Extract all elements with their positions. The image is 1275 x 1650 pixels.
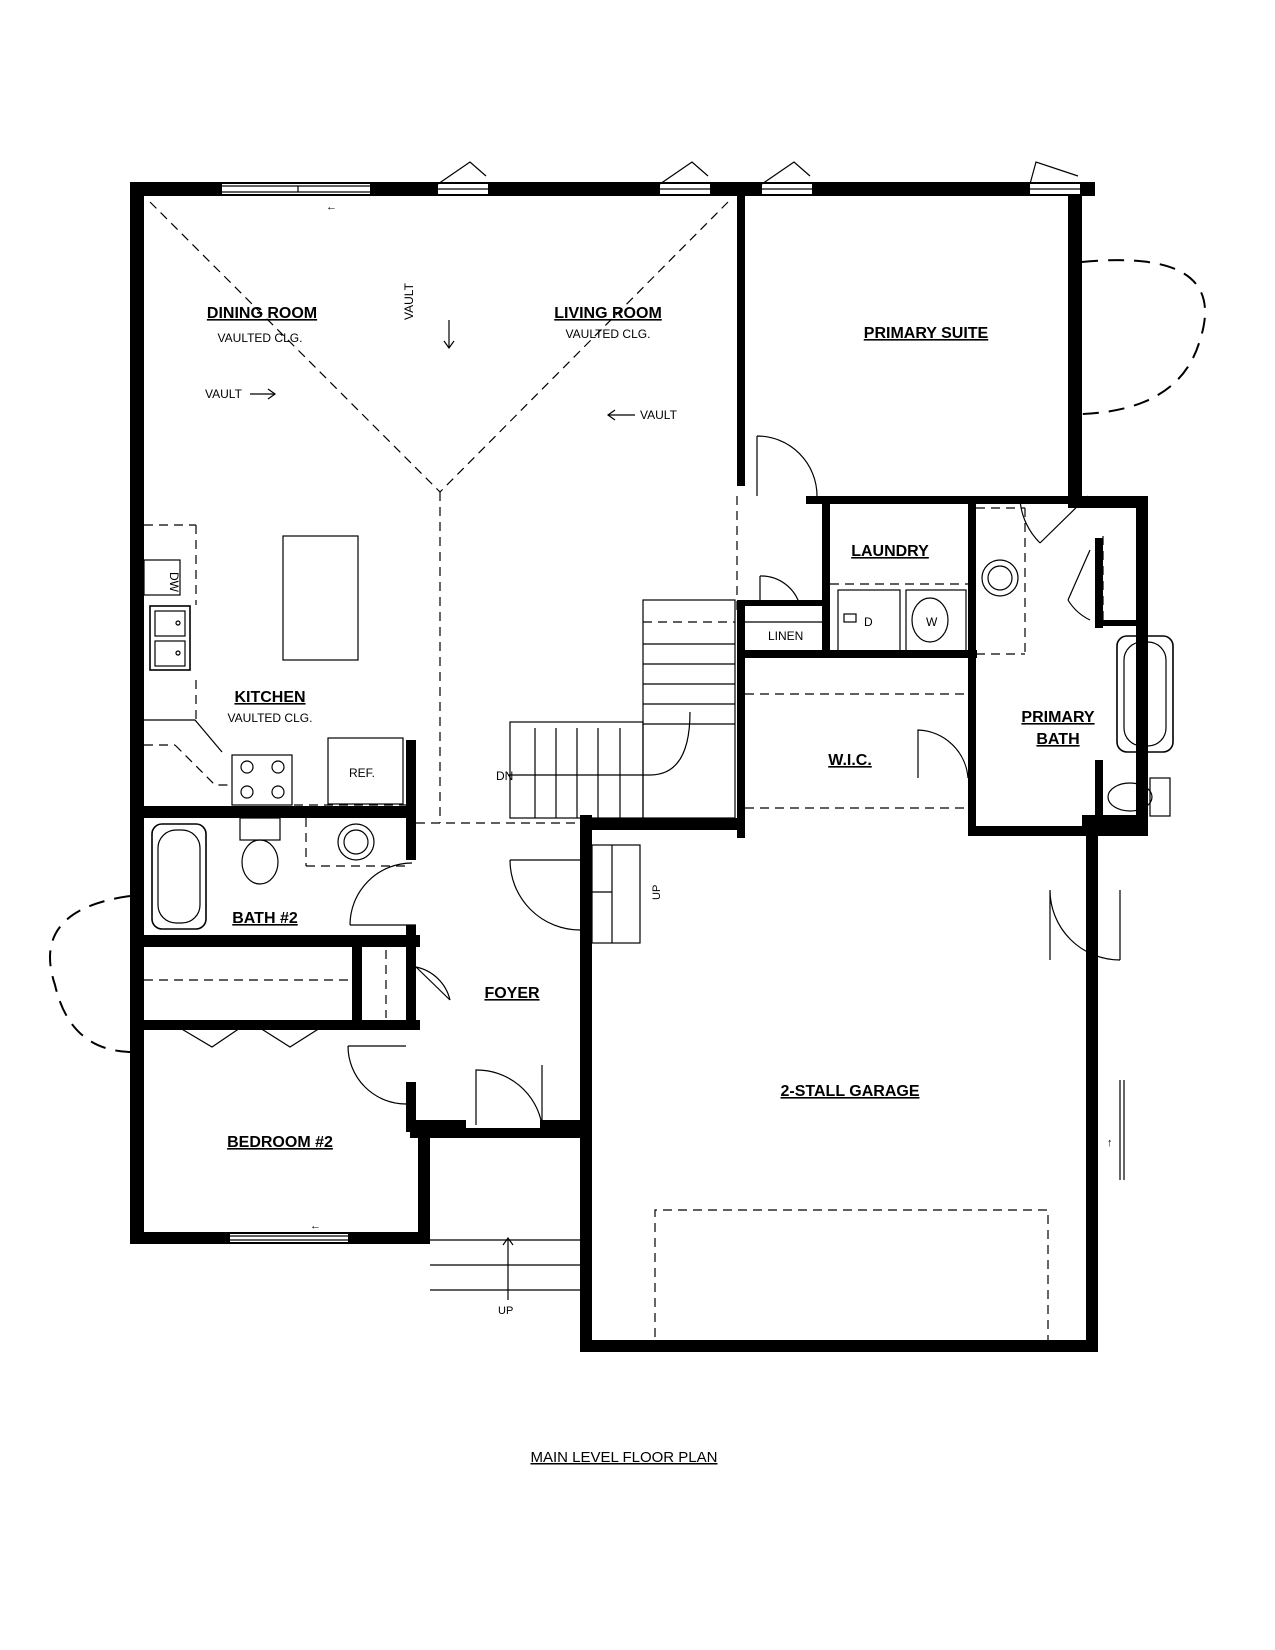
- top-windows: ←: [222, 161, 1080, 213]
- svg-text:←: ←: [310, 1220, 321, 1232]
- room-label-laundry: LAUNDRY: [851, 543, 929, 560]
- svg-text:↑: ↑: [1107, 1137, 1113, 1149]
- garage-door: ↑: [654, 1080, 1125, 1352]
- room-label-primary-bath-1: PRIMARY: [1021, 709, 1095, 726]
- dishwasher-label: DW: [167, 572, 181, 593]
- vault-markers: VAULT VAULT VAULT: [205, 282, 678, 422]
- room-label-bedroom2: BEDROOM #2: [227, 1134, 333, 1151]
- room-label-wic: W.I.C.: [828, 752, 872, 769]
- closet-bifold: [144, 950, 387, 1048]
- front-steps-up-label: UP: [498, 1305, 513, 1317]
- doors: [347, 435, 1121, 1126]
- bedroom-window: ←: [230, 1220, 348, 1242]
- vault-label-dining: VAULT: [205, 387, 243, 401]
- dining-vault-note: VAULTED CLG.: [218, 331, 303, 345]
- kitchen-fixtures: DW REF.: [143, 524, 406, 806]
- vault-label-living: VAULT: [640, 408, 678, 422]
- svg-text:←: ←: [326, 201, 337, 213]
- interior-walls: [130, 196, 1148, 1138]
- vault-label-center: VAULT: [402, 282, 416, 320]
- bath2-fixtures: [151, 817, 406, 930]
- room-label-bath2: BATH #2: [232, 910, 298, 927]
- stair-down-label: DN: [496, 769, 513, 783]
- vault-lines: [149, 201, 738, 824]
- kitchen-vault-note: VAULTED CLG.: [228, 711, 313, 725]
- garage-entry-steps: UP: [591, 844, 663, 944]
- living-vault-note: VAULTED CLG.: [566, 327, 651, 341]
- dryer-label: D: [864, 615, 873, 629]
- exterior-walls: [130, 182, 1148, 1352]
- room-label-primary-bath-2: BATH: [1036, 731, 1079, 748]
- main-stair: DN: [496, 599, 736, 819]
- room-label-garage: 2-STALL GARAGE: [781, 1083, 920, 1100]
- room-labels: DINING ROOM VAULTED CLG. LIVING ROOM VAU…: [207, 305, 1095, 1151]
- room-label-kitchen: KITCHEN: [234, 689, 305, 706]
- fridge-label: REF.: [349, 766, 375, 780]
- front-entry-steps: UP: [430, 1236, 580, 1317]
- garage-steps-up-label: UP: [651, 885, 663, 900]
- linen-label: LINEN: [768, 629, 803, 643]
- laundry-fixtures: D W LINEN: [745, 583, 968, 653]
- room-label-dining: DINING ROOM: [207, 305, 317, 322]
- exterior-bays: [49, 259, 1206, 1053]
- washer-label: W: [926, 615, 938, 629]
- wic-shelves: [745, 693, 968, 809]
- plan-title: MAIN LEVEL FLOOR PLAN: [530, 1449, 717, 1466]
- primary-bath-fixtures: [976, 507, 1174, 817]
- room-label-foyer: FOYER: [484, 985, 540, 1002]
- room-label-primary-suite: PRIMARY SUITE: [864, 325, 989, 342]
- room-label-living: LIVING ROOM: [554, 305, 662, 322]
